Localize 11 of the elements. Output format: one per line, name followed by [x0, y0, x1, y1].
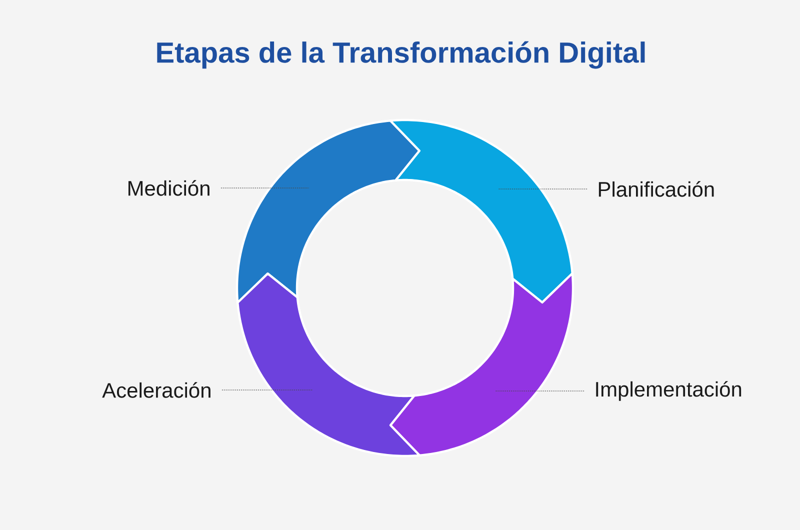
title: Etapas de la Transformación Digital [157, 41, 645, 69]
stage-label: Aceleración [102, 382, 210, 398]
leader-line [494, 390, 584, 392]
ring-segment [236, 120, 421, 304]
ring-segment [236, 272, 421, 458]
stage-label: Planificación [598, 181, 714, 197]
stage-label: Medición [128, 180, 210, 196]
leader-line [498, 188, 588, 190]
stage-label: Implementación [596, 381, 742, 401]
ring-segment [389, 118, 574, 304]
ring-segment [389, 272, 574, 456]
